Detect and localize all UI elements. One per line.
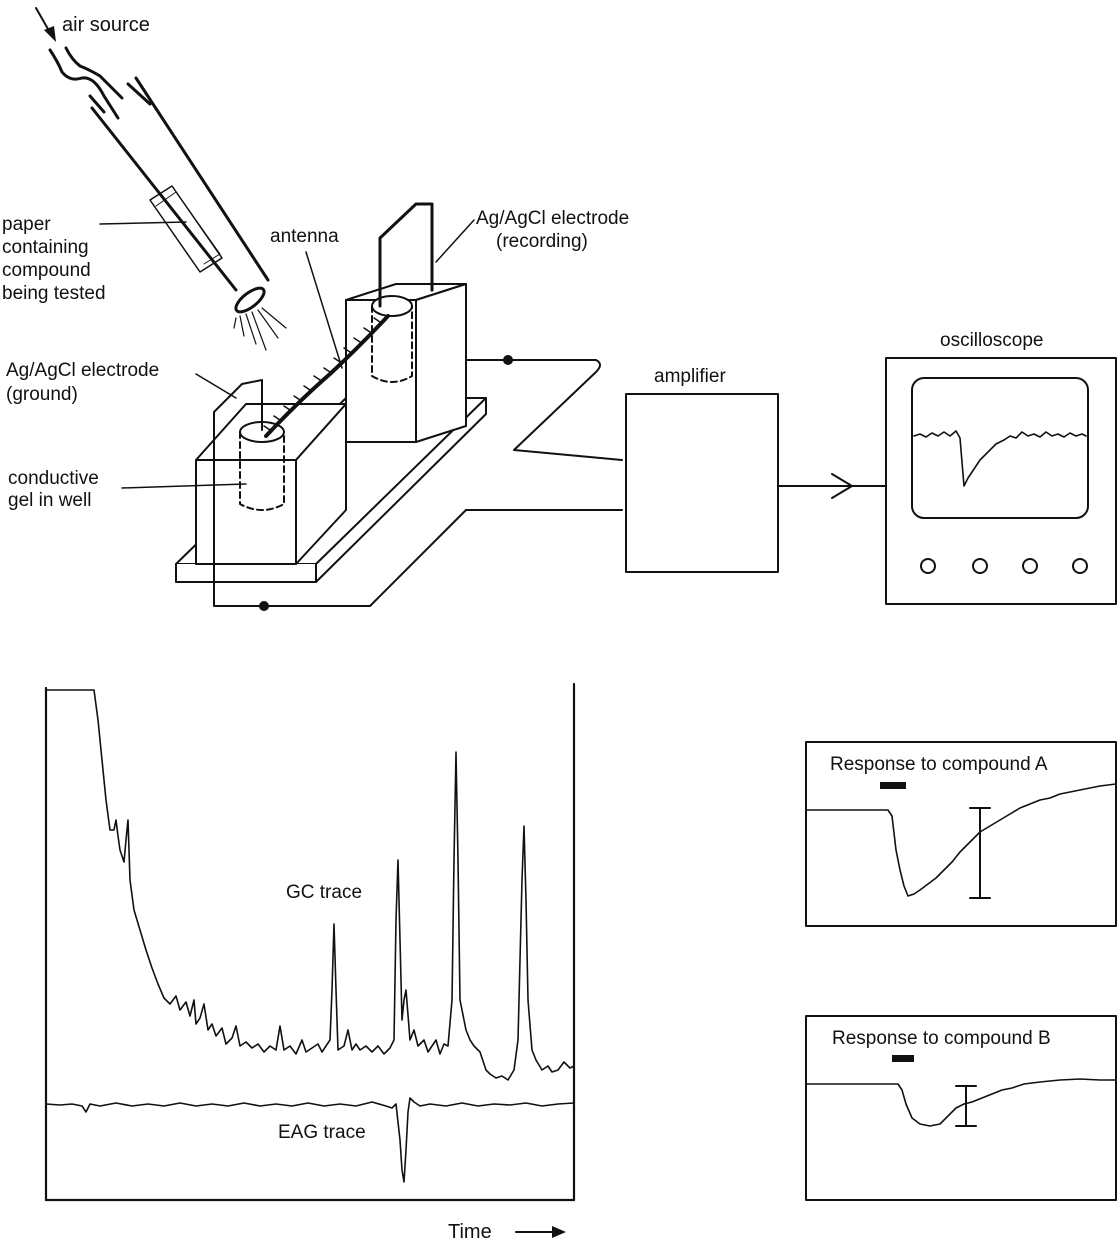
gel-label: conductive gel in well <box>8 468 99 511</box>
air-source-tube <box>35 7 270 314</box>
trace-panel <box>44 682 576 1202</box>
air-source-label: air source <box>62 14 150 36</box>
oscilloscope-label: oscilloscope <box>940 330 1044 351</box>
svg-text:conductive: conductive <box>8 468 99 489</box>
response-b-box <box>805 1015 1117 1201</box>
gc-trace <box>45 689 575 1081</box>
gel-leader-line <box>121 483 247 489</box>
svg-text:Ag/AgCl electrode: Ag/AgCl electrode <box>476 208 629 229</box>
oscilloscope-box <box>885 357 1117 605</box>
electrode-recording-label: Ag/AgCl electrode (recording) <box>476 208 629 252</box>
svg-text:being tested: being tested <box>2 283 106 304</box>
response-a-scale-bar <box>969 807 991 899</box>
antenna-label: antenna <box>270 226 339 247</box>
svg-text:(recording): (recording) <box>496 231 588 252</box>
time-axis-label: Time <box>448 1221 492 1243</box>
oscilloscope-knobs <box>920 558 1088 574</box>
svg-text:Ag/AgCl electrode: Ag/AgCl electrode <box>6 360 159 381</box>
response-a-box <box>805 741 1117 927</box>
gc-trace-label: GC trace <box>286 882 362 903</box>
electrode-ground-leader <box>195 373 237 399</box>
amplifier-output-arrow <box>777 473 887 499</box>
electrode-stand <box>175 202 623 607</box>
antenna <box>263 314 390 438</box>
eag-trace-label: EAG trace <box>278 1122 366 1143</box>
response-b-stimulus-bar <box>892 1055 914 1062</box>
electrode-recording-leader <box>435 219 475 263</box>
junction-dot-top <box>503 355 513 365</box>
amplifier-box <box>625 393 779 573</box>
oscilloscope-trace <box>913 430 1087 487</box>
antenna-leader-line <box>305 251 343 369</box>
junction-dot-bottom <box>259 601 269 611</box>
electrode-ground-label: Ag/AgCl electrode (ground) <box>6 360 159 405</box>
air-spray <box>233 307 287 351</box>
svg-text:paper: paper <box>2 214 51 235</box>
response-a-stimulus-bar <box>880 782 906 789</box>
eag-trace <box>45 1097 575 1183</box>
response-a-trace <box>805 783 1117 897</box>
oscilloscope-screen <box>911 377 1089 519</box>
paper-leader-line <box>99 221 187 225</box>
response-a-title: Response to compound A <box>830 754 1048 775</box>
svg-text:gel in well: gel in well <box>8 490 91 511</box>
response-b-scale-bar <box>955 1085 977 1127</box>
time-arrow-icon <box>515 1226 566 1238</box>
svg-text:containing: containing <box>2 237 89 258</box>
amplifier-label: amplifier <box>654 366 726 387</box>
paper-label: paper containing compound being tested <box>2 214 106 304</box>
svg-text:(ground): (ground) <box>6 384 78 405</box>
response-b-title: Response to compound B <box>832 1028 1051 1049</box>
response-b-trace <box>805 1078 1117 1127</box>
svg-text:compound: compound <box>2 260 91 281</box>
